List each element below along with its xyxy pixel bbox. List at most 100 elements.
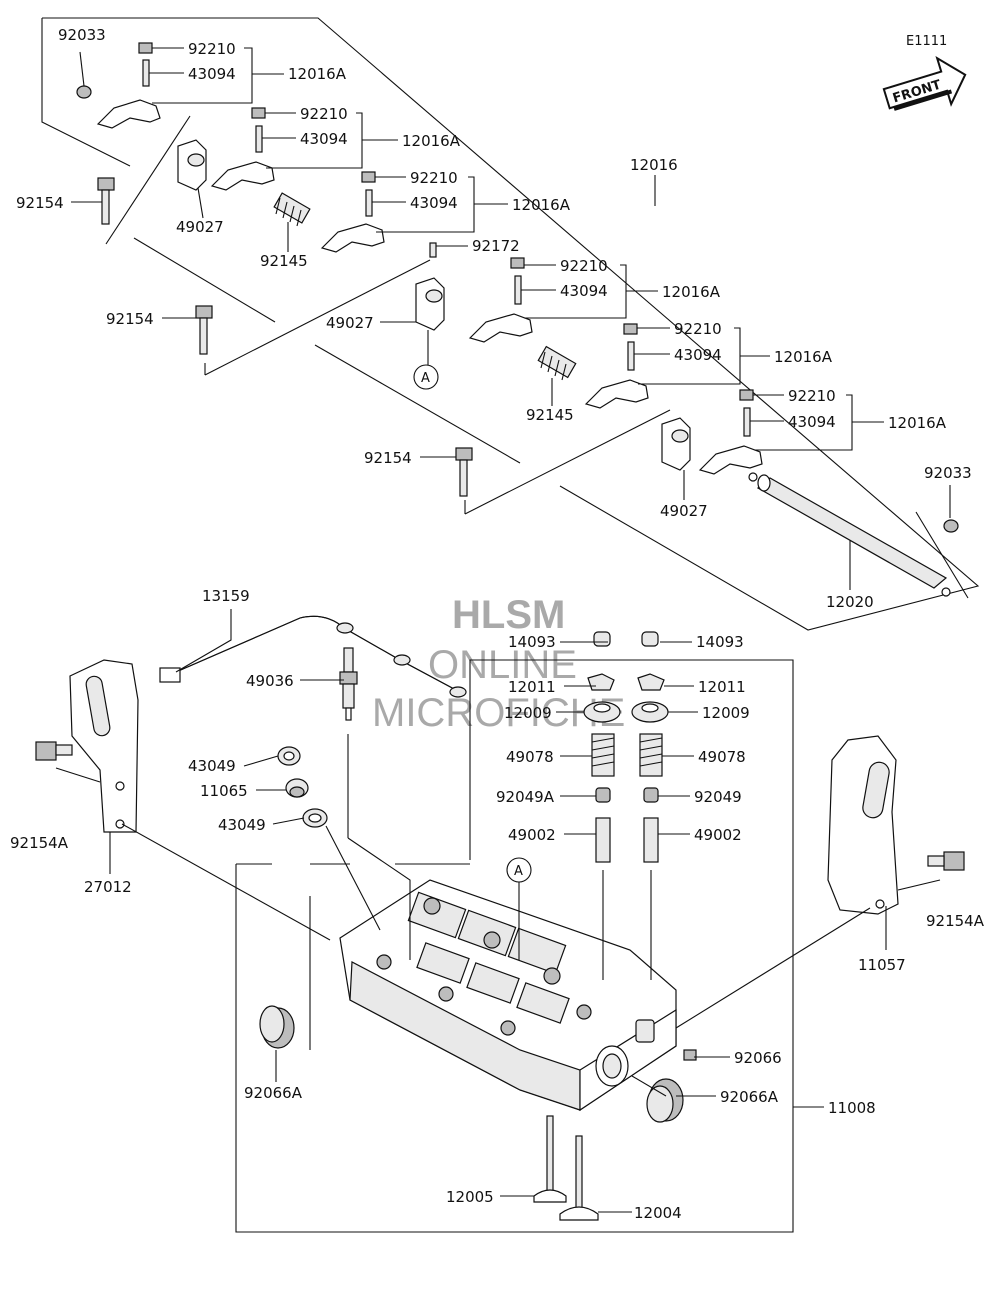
spring-49078-1 — [591, 733, 615, 777]
label-12011: 12011 — [508, 678, 556, 696]
watermark-line3: MICROFICHE — [372, 691, 625, 735]
label-92210: 92210 — [560, 257, 608, 275]
rocker-arm-6 — [698, 445, 763, 475]
label-92210: 92210 — [410, 169, 458, 187]
plug-92066A-right — [646, 1078, 684, 1123]
label-13159: 13159 — [202, 587, 250, 605]
label-12004: 12004 — [634, 1204, 682, 1222]
bolt-92154-3 — [455, 447, 473, 497]
bolt-92154-2 — [195, 305, 213, 355]
watermark-line2: ONLINE — [428, 643, 577, 687]
nut-92210-2 — [251, 107, 266, 119]
label-92210: 92210 — [674, 320, 722, 338]
label-92145: 92145 — [260, 252, 308, 270]
spring-92145-1 — [273, 192, 311, 227]
valve-12005 — [533, 1115, 567, 1203]
rocker-support-2 — [415, 277, 445, 331]
label-49036: 49036 — [246, 672, 294, 690]
svg-text:A: A — [421, 371, 430, 386]
valve-12004 — [559, 1135, 599, 1221]
label-11008: 11008 — [828, 1099, 876, 1117]
collet-12011-2 — [637, 673, 665, 691]
label-92210: 92210 — [188, 40, 236, 58]
screw-43094-5 — [627, 341, 635, 371]
clip-92033-right — [943, 519, 959, 533]
screw-43094-6 — [743, 407, 751, 437]
bracket-11057 — [827, 735, 899, 915]
cap-14093-1 — [593, 631, 611, 647]
label-49002: 49002 — [694, 826, 742, 844]
label-92049A: 92049A — [496, 788, 555, 806]
label-43094: 43094 — [410, 194, 458, 212]
label-92145: 92145 — [526, 406, 574, 424]
label-12016A: 12016A — [402, 132, 461, 150]
label-92033: 92033 — [58, 26, 106, 44]
cap-14093-2 — [641, 631, 659, 647]
label-49027: 49027 — [326, 314, 374, 332]
label-92154: 92154 — [16, 194, 64, 212]
plug-92066A-left — [259, 1005, 295, 1049]
rocker-assembly-frame — [41, 17, 980, 631]
label-92172: 92172 — [472, 237, 520, 255]
rocker-shaft-12020 — [748, 472, 951, 597]
label-27012: 27012 — [84, 878, 132, 896]
label-43049: 43049 — [188, 757, 236, 775]
label-49002: 49002 — [508, 826, 556, 844]
label-12005: 12005 — [446, 1188, 494, 1206]
label-92210: 92210 — [300, 105, 348, 123]
label-92210: 92210 — [788, 387, 836, 405]
bolt-92154A-right — [927, 851, 965, 871]
label-49078: 49078 — [698, 748, 746, 766]
label-43049: 43049 — [218, 816, 266, 834]
screw-43094-1 — [142, 59, 150, 87]
glow-plug-harness-13159 — [159, 615, 467, 698]
bolt-92154A-left — [35, 741, 73, 761]
rocker-arm-3 — [320, 223, 385, 253]
label-92066A: 92066A — [244, 1084, 303, 1102]
nut-92210-3 — [361, 171, 376, 183]
nut-92210-4 — [510, 257, 525, 269]
label-12020: 12020 — [826, 593, 874, 611]
cylinder-head-11008 — [339, 879, 677, 1112]
part-labels: 92033 92210 43094 12016A 92210 43094 120… — [10, 26, 985, 1222]
rocker-arm-1 — [96, 99, 161, 129]
nut-92210-1 — [138, 42, 153, 54]
label-92049: 92049 — [694, 788, 742, 806]
label-49027: 49027 — [176, 218, 224, 236]
seal-92049A — [595, 787, 611, 803]
rocker-arm-5 — [584, 379, 649, 409]
leader-lines-lower — [55, 609, 941, 1213]
rocker-parts — [76, 42, 959, 597]
label-14093: 14093 — [508, 633, 556, 651]
spring-49078-2 — [639, 733, 663, 777]
label-12009: 12009 — [702, 704, 750, 722]
label-12016: 12016 — [630, 156, 678, 174]
label-49027: 49027 — [660, 502, 708, 520]
front-arrow-icon: FRONT — [882, 56, 967, 111]
label-11057: 11057 — [858, 956, 906, 974]
screw-43094-3 — [365, 189, 373, 217]
callout-a-lower: A — [506, 857, 532, 883]
seal-92049 — [643, 787, 659, 803]
label-12016A: 12016A — [288, 65, 347, 83]
label-43094: 43094 — [674, 346, 722, 364]
label-12009: 12009 — [504, 704, 552, 722]
svg-text:A: A — [514, 864, 523, 879]
screw-43094-2 — [255, 125, 263, 153]
label-12016A: 12016A — [512, 196, 571, 214]
nut-92210-6 — [739, 389, 754, 401]
collet-12011-1 — [587, 673, 615, 691]
glow-plug-49036 — [339, 647, 358, 721]
rocker-arm-4 — [468, 313, 533, 343]
screw-43094-4 — [514, 275, 522, 305]
label-43094: 43094 — [788, 413, 836, 431]
bolt-92154-1 — [97, 177, 115, 225]
label-43094: 43094 — [300, 130, 348, 148]
plug-92066 — [683, 1049, 697, 1061]
label-92154A: 92154A — [10, 834, 69, 852]
label-12016A: 12016A — [774, 348, 833, 366]
label-12016A: 12016A — [888, 414, 947, 432]
head-assembly-frame — [235, 659, 824, 1233]
